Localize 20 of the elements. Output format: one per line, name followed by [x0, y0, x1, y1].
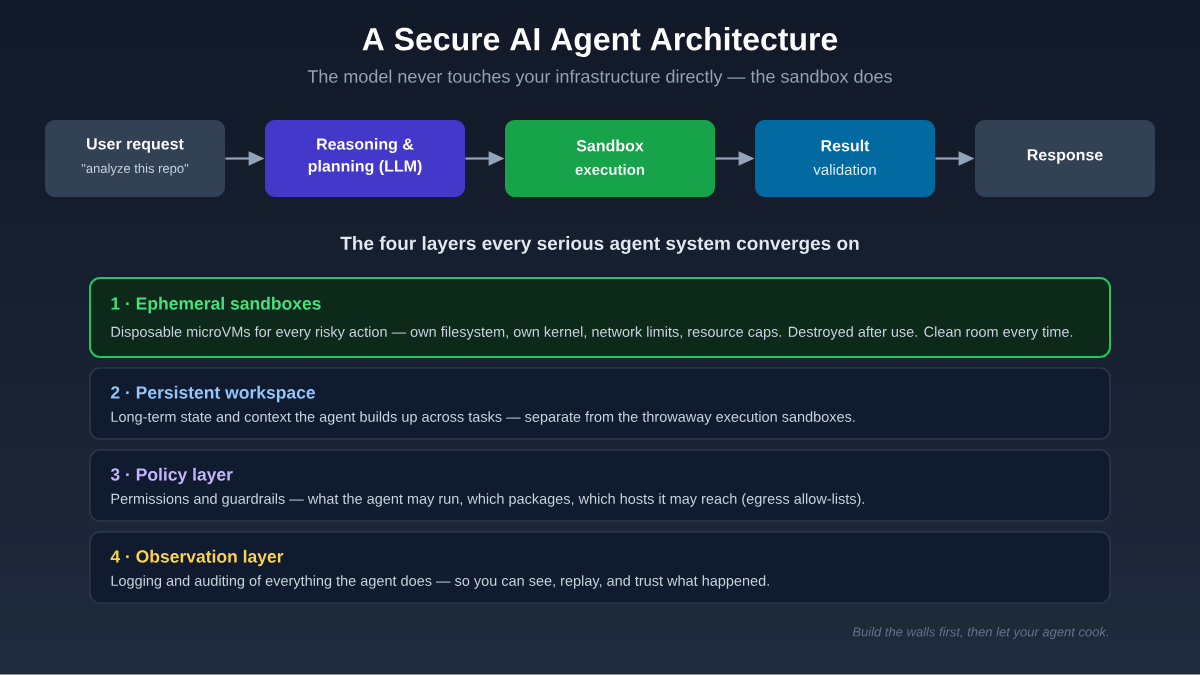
title: A Secure AI Agent Architecture [362, 27, 838, 57]
layer-title: 3 · Policy layer [110, 467, 233, 485]
step-title: Reasoning & planning (LLM) [308, 138, 422, 175]
layer-title: 2 · Persistent workspace [111, 385, 315, 403]
step-title: Sandbox [576, 139, 644, 152]
step-title: Result [821, 139, 870, 152]
step-title: Response [1027, 149, 1103, 164]
footer-note: Build the walls first, then let your agent cook. [852, 626, 1108, 640]
layer-description: Permissions and guardrails — what the agent may run, which packages, which hosts it may reach (egress allow-lists). [111, 493, 865, 507]
subtitle: The model never touches your infrastructure directly — the sandbox does [307, 69, 892, 87]
section-heading: The four layers every serious agent system converges on [340, 236, 859, 254]
step-title: User request [87, 138, 184, 153]
layer-title: 4 · Observation layer [110, 549, 284, 567]
layer-description: Long-term state and context the agent builds up across tasks — separate from the throwaway execution sandboxes. [111, 411, 855, 425]
step-subtitle: execution [575, 164, 645, 175]
layer-description: Disposable microVMs for every risky action — own filesystem, own kernel, network limits, resource caps. Destroyed after use. Clean room every time. [111, 326, 1073, 340]
layer-description: Logging and auditing of everything the agent does — so you can see, replay, and trust what happened. [111, 575, 769, 589]
layer-title: 1 · Ephemeral sandboxes [111, 296, 321, 314]
step-subtitle: validation [813, 164, 876, 175]
step-subtitle: "analyze this repo" [81, 163, 189, 176]
